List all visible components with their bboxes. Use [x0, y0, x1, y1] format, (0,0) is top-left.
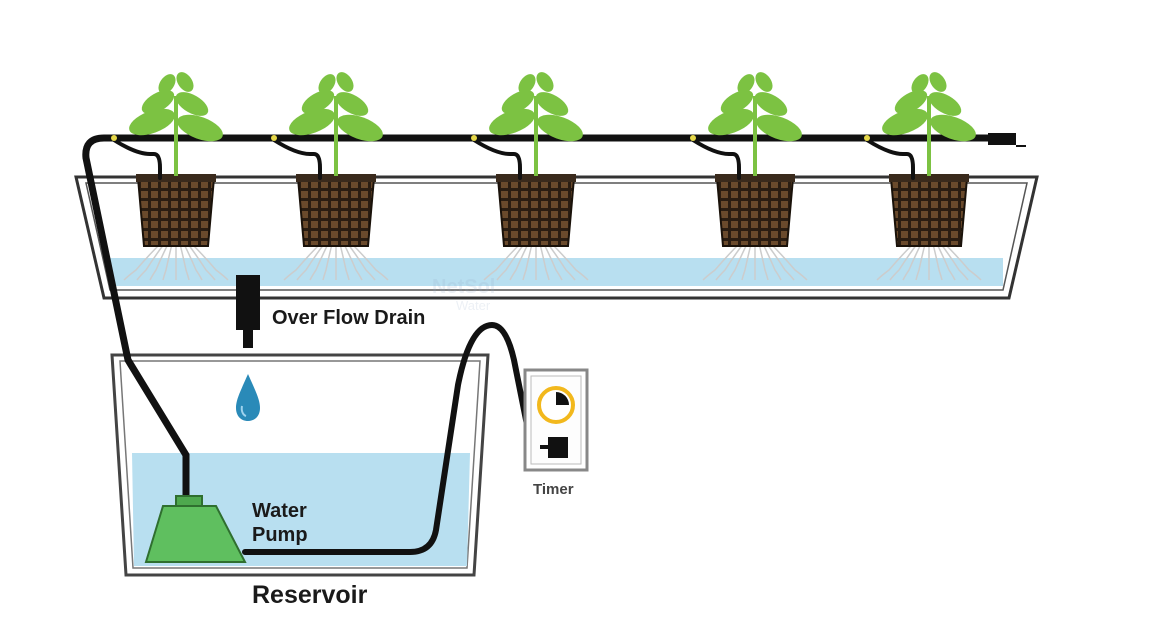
water-pump-label-line2: Pump — [252, 524, 308, 546]
watermark-subtext: Water — [456, 298, 491, 313]
plant-icon — [471, 72, 589, 281]
timer-label: Timer — [533, 481, 574, 498]
manifold-end-cap — [988, 133, 1016, 145]
plant-icon — [111, 72, 229, 281]
plant-icon — [271, 72, 389, 281]
clock-icon — [537, 386, 575, 424]
plant-row — [111, 72, 982, 281]
power-plug-icon — [540, 437, 568, 458]
timer-unit — [523, 368, 589, 472]
overflow-drain-label: Over Flow Drain — [272, 307, 426, 329]
plant-icon — [864, 72, 982, 281]
supply-tube — [82, 134, 1014, 504]
watermark-text: NetSol — [432, 276, 496, 298]
overflow-drain — [236, 275, 260, 348]
reservoir-label: Reservoir — [252, 581, 368, 609]
water-pump-label: Water Pump — [252, 499, 308, 547]
water-pump-label-line1: Water — [252, 500, 307, 522]
plant-icon — [690, 72, 808, 281]
water-pump — [144, 495, 247, 563]
